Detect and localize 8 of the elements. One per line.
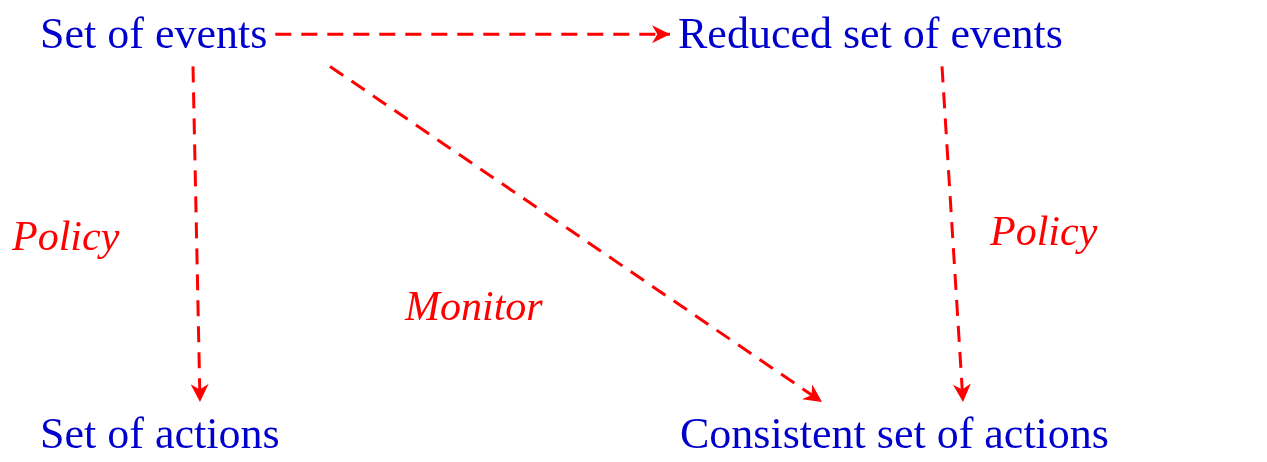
node-text: Reduced set of events — [678, 10, 1063, 59]
dashed-arrow — [940, 66, 971, 403]
dashed-arrow — [190, 66, 209, 403]
dashed-arrow — [275, 25, 670, 44]
dashed-arrow — [329, 65, 823, 404]
node-text: Consistent set of actions — [680, 410, 1109, 459]
node-text: Set of events — [40, 10, 268, 59]
node-text: Set of actions — [40, 410, 280, 459]
